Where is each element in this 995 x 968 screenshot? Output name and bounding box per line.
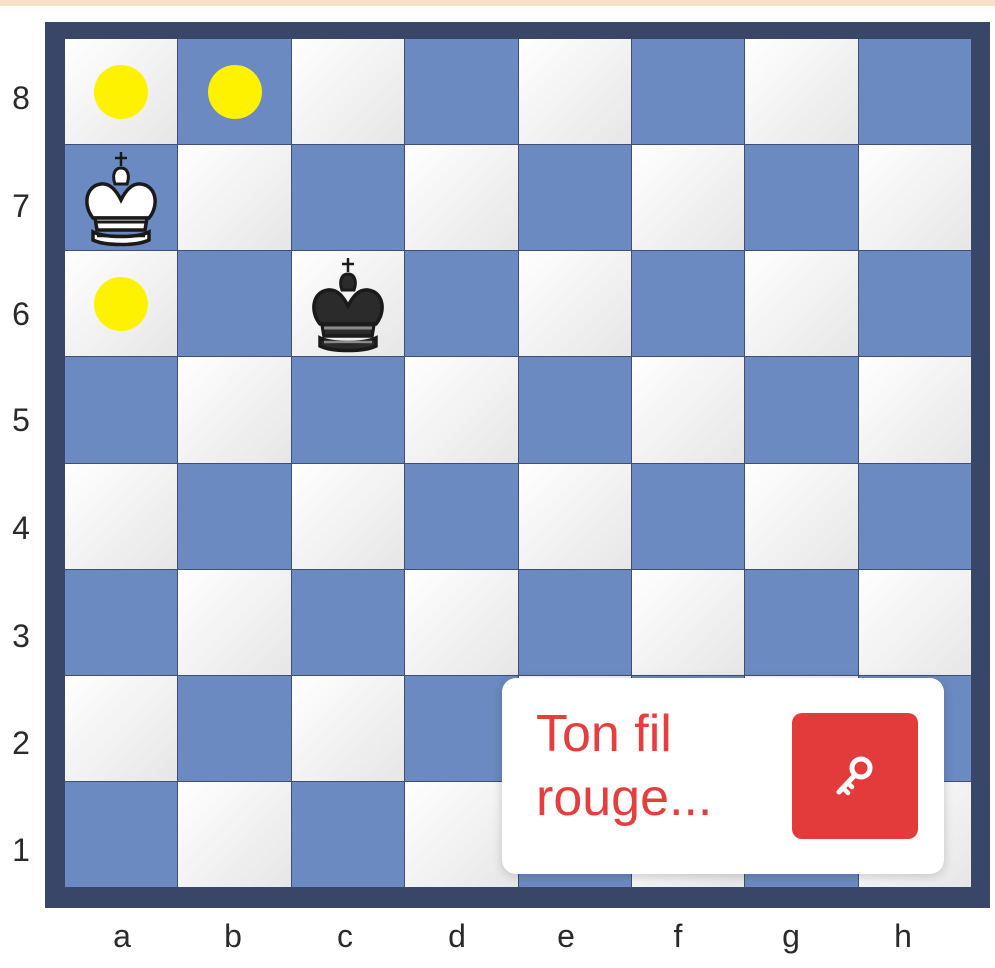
square-e6[interactable]	[519, 251, 631, 356]
file-label: f	[658, 918, 698, 955]
square-b8[interactable]	[178, 39, 290, 144]
square-c6[interactable]	[292, 251, 404, 356]
square-d2[interactable]	[405, 676, 517, 781]
square-h5[interactable]	[859, 357, 971, 462]
square-d8[interactable]	[405, 39, 517, 144]
square-d3[interactable]	[405, 570, 517, 675]
file-label: c	[325, 918, 365, 955]
file-label: a	[102, 918, 142, 955]
square-d1[interactable]	[405, 782, 517, 887]
square-f5[interactable]	[632, 357, 744, 462]
file-label: h	[883, 918, 923, 955]
square-g5[interactable]	[745, 357, 857, 462]
move-marker[interactable]	[208, 65, 262, 119]
square-b6[interactable]	[178, 251, 290, 356]
square-e4[interactable]	[519, 464, 631, 569]
square-g6[interactable]	[745, 251, 857, 356]
square-a7[interactable]	[65, 145, 177, 250]
square-c3[interactable]	[292, 570, 404, 675]
square-b1[interactable]	[178, 782, 290, 887]
move-marker[interactable]	[94, 277, 148, 331]
rank-label: 8	[6, 80, 36, 117]
square-h4[interactable]	[859, 464, 971, 569]
square-c2[interactable]	[292, 676, 404, 781]
square-b7[interactable]	[178, 145, 290, 250]
rank-label: 5	[6, 402, 36, 439]
hint-text: Ton fil rouge...	[536, 702, 786, 830]
rank-label: 3	[6, 618, 36, 655]
square-h6[interactable]	[859, 251, 971, 356]
square-h3[interactable]	[859, 570, 971, 675]
square-a8[interactable]	[65, 39, 177, 144]
square-c8[interactable]	[292, 39, 404, 144]
square-b5[interactable]	[178, 357, 290, 462]
square-e5[interactable]	[519, 357, 631, 462]
rank-label: 4	[6, 510, 36, 547]
square-a6[interactable]	[65, 251, 177, 356]
file-label: d	[437, 918, 477, 955]
square-a2[interactable]	[65, 676, 177, 781]
rank-label: 1	[6, 832, 36, 869]
square-c4[interactable]	[292, 464, 404, 569]
file-label: e	[546, 918, 586, 955]
square-f6[interactable]	[632, 251, 744, 356]
square-d5[interactable]	[405, 357, 517, 462]
rank-label: 6	[6, 296, 36, 333]
square-c1[interactable]	[292, 782, 404, 887]
square-f7[interactable]	[632, 145, 744, 250]
square-h7[interactable]	[859, 145, 971, 250]
square-f3[interactable]	[632, 570, 744, 675]
white-king-piece[interactable]	[81, 150, 161, 250]
square-a3[interactable]	[65, 570, 177, 675]
file-label: g	[771, 918, 811, 955]
black-king-piece[interactable]	[308, 256, 388, 356]
square-b2[interactable]	[178, 676, 290, 781]
file-label: b	[213, 918, 253, 955]
square-g3[interactable]	[745, 570, 857, 675]
square-c5[interactable]	[292, 357, 404, 462]
square-d4[interactable]	[405, 464, 517, 569]
rank-label: 2	[6, 725, 36, 762]
square-g7[interactable]	[745, 145, 857, 250]
rank-label: 7	[6, 188, 36, 225]
square-e8[interactable]	[519, 39, 631, 144]
top-strip	[0, 0, 995, 6]
square-a5[interactable]	[65, 357, 177, 462]
square-f8[interactable]	[632, 39, 744, 144]
square-a1[interactable]	[65, 782, 177, 887]
square-g4[interactable]	[745, 464, 857, 569]
square-f4[interactable]	[632, 464, 744, 569]
move-marker[interactable]	[94, 65, 148, 119]
square-e3[interactable]	[519, 570, 631, 675]
square-g8[interactable]	[745, 39, 857, 144]
square-d6[interactable]	[405, 251, 517, 356]
square-h8[interactable]	[859, 39, 971, 144]
square-c7[interactable]	[292, 145, 404, 250]
square-d7[interactable]	[405, 145, 517, 250]
square-b3[interactable]	[178, 570, 290, 675]
square-a4[interactable]	[65, 464, 177, 569]
square-e7[interactable]	[519, 145, 631, 250]
hint-button[interactable]	[792, 713, 918, 839]
key-icon	[829, 750, 881, 802]
hint-card: Ton fil rouge...	[502, 678, 944, 874]
square-b4[interactable]	[178, 464, 290, 569]
